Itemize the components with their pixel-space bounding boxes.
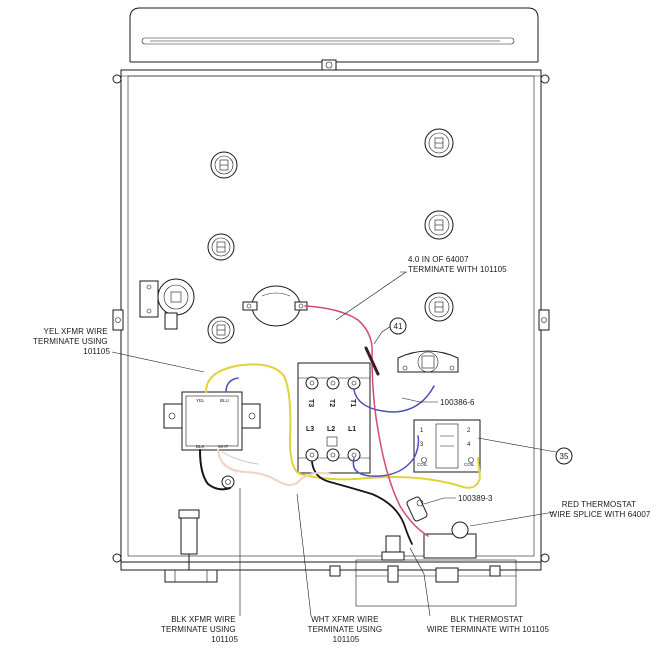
left-switch-bracket [139, 278, 195, 330]
callout-blk-xfmr: BLK XFMR WIRE TERMINATE USING 101105 [161, 615, 238, 644]
strain-relief-clamp [397, 350, 459, 373]
callout-100389-3: 100389-3 [458, 494, 493, 503]
callout-blk-thermostat: BLK THERMOSTAT WIRE TERMINATE WITH 10110… [427, 615, 550, 634]
xfmr-label-wht: WHT [218, 444, 228, 449]
contactor-l3: L3 [306, 426, 314, 433]
relay: 1 2 3 4 COIL COIL [413, 419, 481, 473]
relay-coil-right: COIL [464, 462, 475, 467]
transformer: YEL BLU BLK WHT [163, 391, 261, 451]
xfmr-label-yel: YEL [196, 398, 205, 403]
balloon-35-text: 35 [559, 452, 569, 461]
callout-100386-6: 100386-6 [440, 398, 475, 407]
wires [199, 305, 482, 545]
thermostat-box [329, 521, 501, 583]
relay-terminal-2: 2 [467, 428, 471, 434]
contactor-t3: T3 [307, 399, 314, 407]
contactor: T3 T2 T1 L3 L2 L1 [297, 362, 371, 474]
xfmr-label-blk: BLK [196, 444, 205, 449]
left-knockouts [207, 151, 238, 344]
relay-terminal-4: 4 [467, 442, 471, 448]
callout-yel-xfmr: YEL XFMR WIRE TERMINATE USING 101105 [33, 327, 110, 356]
balloon-35: 35 [555, 447, 573, 465]
balloon-41: 41 [389, 317, 407, 335]
leader-lines [111, 271, 557, 617]
relay-terminal-3: 3 [420, 442, 424, 448]
balloon-41-text: 41 [393, 322, 403, 331]
bottom-switch [381, 535, 405, 583]
relay-terminal-1: 1 [420, 428, 424, 434]
callout-wht-xfmr: WHT XFMR WIRE TERMINATE USING 101105 [307, 615, 384, 644]
relay-coil-left: COIL [417, 462, 428, 467]
contactor-t1: T1 [349, 399, 356, 407]
callout-red-thermostat: RED THERMOSTAT WIRE SPLICE WITH 64007 [550, 500, 651, 519]
contactor-l2: L2 [327, 426, 335, 433]
cord-grip [164, 509, 218, 583]
ground-screw [221, 475, 235, 489]
callout-wire-64007: 4.0 IN OF 64007 TERMINATE WITH 101105 [408, 255, 507, 274]
limit-switch [242, 285, 308, 327]
contactor-t2: T2 [328, 399, 335, 407]
xfmr-label-blu: BLU [220, 398, 229, 403]
right-knockouts [424, 128, 454, 322]
ring-terminal [406, 496, 428, 522]
contactor-l1: L1 [348, 426, 356, 433]
